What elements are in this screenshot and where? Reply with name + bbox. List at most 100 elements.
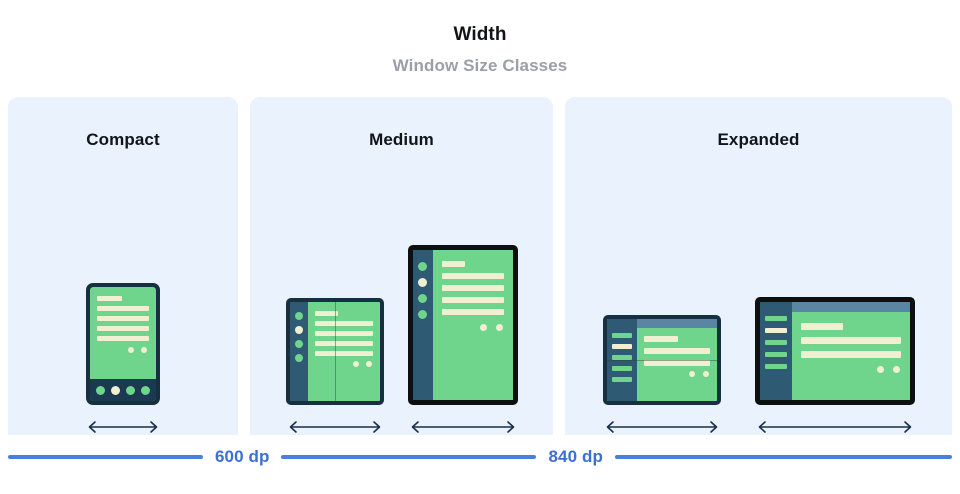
content-line xyxy=(314,311,338,316)
width-arrow-foldable-landscape xyxy=(606,421,717,433)
nav-dot-active xyxy=(111,385,120,395)
rail-bar xyxy=(764,352,787,357)
content-line xyxy=(97,326,149,331)
device-wrap-foldable-landscape xyxy=(602,315,721,405)
width-arrow-tablet-landscape xyxy=(758,421,911,433)
device-stage-expanded xyxy=(565,172,952,435)
tablet-landscape-content-lines xyxy=(800,323,901,358)
device-column-phone xyxy=(84,283,162,435)
panel-expanded: Expanded xyxy=(565,97,952,435)
device-stage-compact xyxy=(8,172,238,435)
content-line xyxy=(314,341,373,346)
foldable-nav-rail xyxy=(289,302,308,401)
rail-dot xyxy=(294,312,303,320)
ruler-segment-expanded xyxy=(614,455,952,459)
content-line xyxy=(441,297,504,303)
content-line xyxy=(800,337,901,344)
tablet-landscape-nav-rail xyxy=(759,302,792,400)
content-line xyxy=(800,323,843,330)
header: Width Window Size Classes xyxy=(0,0,960,75)
rail-bar xyxy=(764,316,787,321)
app-top-bar xyxy=(791,302,910,312)
tablet-content xyxy=(433,250,513,400)
breakpoint-label-600: 600 dp xyxy=(215,447,270,466)
action-dot xyxy=(352,361,359,367)
device-column-foldable-portrait xyxy=(285,298,385,435)
foldable-screen xyxy=(289,302,380,401)
rail-dot-active xyxy=(294,326,303,334)
content-line xyxy=(314,351,373,356)
breakpoint-ruler: 600 dp 840 dp xyxy=(8,446,960,468)
content-line xyxy=(441,273,504,279)
tablet-nav-rail xyxy=(412,250,433,400)
rail-bar-active xyxy=(764,328,787,333)
width-arrow-phone xyxy=(88,421,158,433)
action-dot xyxy=(702,371,709,377)
rail-bar-active xyxy=(611,344,632,349)
nav-dot xyxy=(141,385,150,395)
phone-content-lines xyxy=(97,296,149,341)
content-line xyxy=(643,348,710,354)
panel-title-medium: Medium xyxy=(369,130,434,149)
content-line xyxy=(97,336,149,341)
rail-dot xyxy=(294,340,303,348)
ruler-segment-medium xyxy=(281,455,537,459)
page-subtitle: Window Size Classes xyxy=(392,55,568,75)
nav-dot xyxy=(126,385,135,395)
rail-dot-active xyxy=(418,278,427,287)
phone-screen xyxy=(90,287,156,401)
size-class-panels: Compact xyxy=(8,97,952,435)
device-column-tablet-portrait xyxy=(407,245,519,435)
device-phone-portrait xyxy=(86,283,160,405)
device-wrap-foldable-portrait xyxy=(285,298,384,405)
foldable-content-lines xyxy=(314,311,373,356)
action-dot xyxy=(128,347,134,353)
rail-dot xyxy=(418,310,427,319)
rail-dot xyxy=(418,294,427,303)
panel-title-compact: Compact xyxy=(86,130,160,149)
rail-bar xyxy=(611,355,632,360)
tablet-content-lines xyxy=(441,261,504,315)
rail-bar xyxy=(611,377,632,382)
content-line xyxy=(314,321,373,326)
tablet-landscape-action-dots xyxy=(876,366,900,373)
device-foldable-portrait xyxy=(285,298,384,405)
device-tablet-portrait xyxy=(407,245,518,405)
action-dot xyxy=(495,324,503,331)
rail-bar xyxy=(764,364,787,369)
phone-content xyxy=(90,287,156,401)
device-column-foldable-landscape xyxy=(602,315,722,435)
device-wrap-phone xyxy=(86,283,160,405)
action-dot xyxy=(892,366,900,373)
rail-bar xyxy=(611,366,632,371)
action-dot xyxy=(876,366,884,373)
nav-dot xyxy=(96,385,105,395)
action-dot xyxy=(479,324,487,331)
foldable-landscape-content-lines xyxy=(643,336,710,366)
content-line xyxy=(800,351,901,358)
rail-bar xyxy=(611,333,632,338)
phone-action-dots xyxy=(128,347,147,353)
panel-title-expanded: Expanded xyxy=(717,130,800,149)
foldable-landscape-action-dots xyxy=(688,371,709,377)
content-line xyxy=(97,316,149,321)
device-wrap-tablet-landscape xyxy=(754,297,915,405)
tablet-screen xyxy=(412,250,513,400)
fold-seam xyxy=(606,360,717,361)
rail-dot xyxy=(294,354,303,362)
breakpoint-label-840: 840 dp xyxy=(548,447,603,466)
rail-dot xyxy=(418,262,427,271)
device-foldable-landscape xyxy=(602,315,721,405)
content-line xyxy=(441,285,504,291)
rail-bar xyxy=(764,340,787,345)
content-line xyxy=(441,261,466,267)
action-dot xyxy=(365,361,372,367)
foldable-landscape-screen xyxy=(606,319,717,401)
device-stage-medium xyxy=(250,172,553,435)
content-line xyxy=(314,331,373,336)
device-tablet-landscape xyxy=(754,297,915,405)
device-column-tablet-landscape xyxy=(754,297,916,435)
content-line xyxy=(441,309,504,315)
foldable-landscape-nav-rail xyxy=(606,319,637,401)
phone-bottom-nav xyxy=(90,379,156,401)
